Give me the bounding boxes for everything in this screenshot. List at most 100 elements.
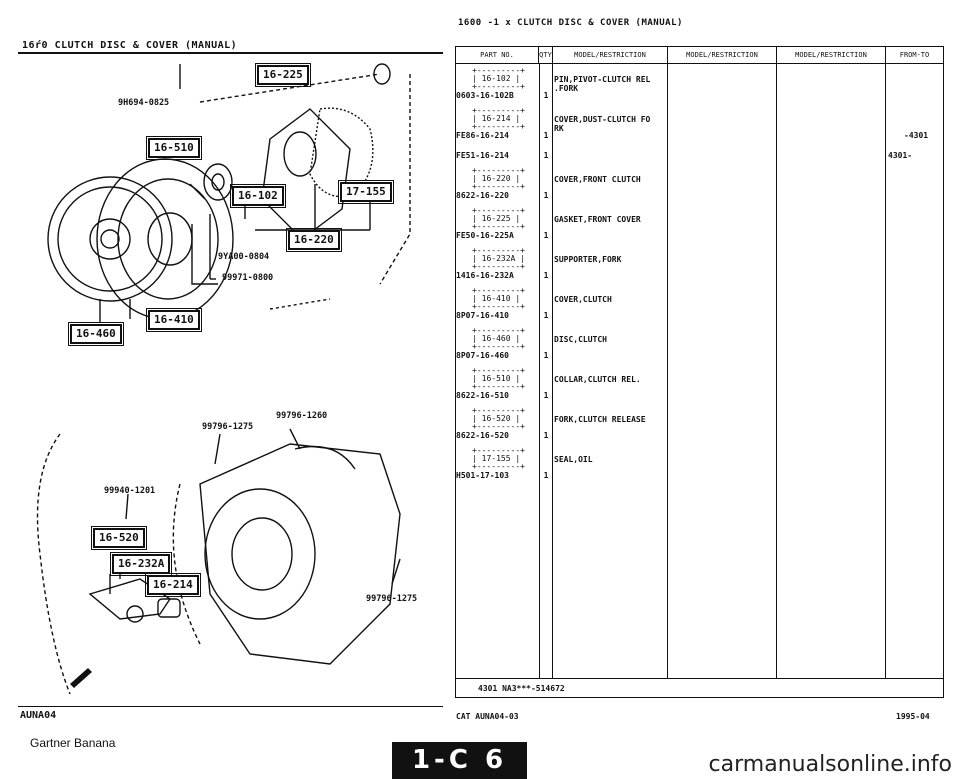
- clutch-disc-shape: [47, 176, 173, 302]
- callout-16-214: 16-214: [145, 573, 201, 597]
- col-header-model-3: MODEL/RESTRICTION: [777, 47, 886, 64]
- table-row: +---------+ | 16-520 | +---------+ 8622-…: [456, 407, 943, 447]
- col-header-from-to: FROM-TO: [886, 47, 943, 64]
- ref-box: +---------+ | 16-220 | +---------+: [472, 166, 525, 191]
- callout-16-232a: 16-232A: [109, 552, 173, 576]
- callout-16-510: 16-510: [146, 136, 202, 160]
- callout-16-410: 16-410: [146, 308, 202, 332]
- part-number: 8622-16-220: [456, 191, 509, 200]
- qty: 1: [543, 191, 549, 200]
- table-row: +---------+ | 16-510 | +---------+ 8622-…: [456, 367, 943, 407]
- credit-text: Gartner Banana: [30, 736, 116, 750]
- part-number: 0603-16-102B: [456, 91, 514, 100]
- watermark: carmanualsonline.info: [708, 752, 952, 777]
- col-header-model-1: MODEL/RESTRICTION: [553, 47, 668, 64]
- transmission-housing-shape: [199, 443, 401, 665]
- description: COVER,FRONT CLUTCH: [554, 175, 641, 184]
- table-row: +---------+ | 16-410 | +---------+ 8P07-…: [456, 287, 943, 327]
- part-number: 1416-16-232A: [456, 271, 514, 280]
- left-footer-code: AUNA04: [20, 710, 57, 721]
- ref-box: +---------+ | 16-232A | +---------+: [472, 246, 525, 271]
- label-9ya00-0804: 9YA00-0804: [218, 252, 270, 262]
- col-header-part-no: PART NO.: [456, 47, 539, 64]
- table-row: +---------+ | 16-460 | +---------+ 8P07-…: [456, 327, 943, 367]
- table-row: +---------+ | 16-225 | +---------+ FE50-…: [456, 207, 943, 247]
- table-row: +---------+ | 16-102 | +---------+ 0603-…: [456, 67, 943, 107]
- part-number: FE51-16-214: [456, 151, 509, 160]
- qty: 1: [543, 391, 549, 400]
- parts-table: PART NO. QTY MODEL/RESTRICTION MODEL/RES…: [455, 46, 944, 698]
- exploded-parts-diagram: [36, 63, 411, 695]
- from-to: 4301-: [888, 151, 913, 160]
- qty: 1: [543, 311, 549, 320]
- description: COLLAR,CLUTCH REL.: [554, 375, 641, 384]
- table-row: +---------+ | 16-232A | +---------+ 1416…: [456, 247, 943, 287]
- qty: 1: [543, 151, 549, 160]
- label-99796-1260: 99796-1260: [276, 411, 328, 421]
- table-row: +---------+ | 17-155 | +---------+ H501-…: [456, 447, 943, 487]
- page-tab: 1-C 6: [392, 742, 527, 779]
- part-number: 8622-16-510: [456, 391, 509, 400]
- part-number: 8P07-16-410: [456, 311, 509, 320]
- left-header-rule: [18, 52, 443, 54]
- label-99796-1275-bottom: 99796-1275: [366, 594, 418, 604]
- label-99940-1201: 99940-1201: [104, 486, 156, 496]
- table-footnote: 4301 NA3***-514672: [478, 684, 565, 693]
- table-row: +---------+ | 16-220 | +---------+ 8622-…: [456, 167, 943, 207]
- col-header-qty: QTY: [539, 47, 553, 64]
- col-divider: [776, 63, 777, 679]
- ref-box: +---------+ | 17-155 | +---------+: [472, 446, 525, 471]
- label-9h694-0825: 9H694-0825: [118, 98, 170, 108]
- ref-box: +---------+ | 16-410 | +---------+: [472, 286, 525, 311]
- callout-16-102: 16-102: [230, 184, 286, 208]
- description: COVER,DUST-CLUTCH FO RK: [554, 115, 651, 133]
- fwd-arrow-shape: [70, 668, 92, 688]
- qty: 1: [543, 91, 549, 100]
- callout-17-155: 17-155: [338, 180, 394, 204]
- part-number: FE86-16-214: [456, 131, 509, 140]
- table-footer-rule: [456, 678, 943, 679]
- callout-16-520: 16-520: [91, 526, 147, 550]
- description: COVER,CLUTCH: [554, 295, 612, 304]
- description: SUPPORTER,FORK: [554, 255, 622, 264]
- col-divider: [539, 63, 540, 679]
- label-99796-1275-top: 99796-1275: [202, 422, 254, 432]
- col-header-model-2: MODEL/RESTRICTION: [668, 47, 777, 64]
- qty: 1: [543, 431, 549, 440]
- left-footer-rule: [18, 706, 443, 707]
- description: GASKET,FRONT COVER: [554, 215, 641, 224]
- catalog-date: 1995-04: [896, 712, 930, 721]
- part-number: 8P07-16-460: [456, 351, 509, 360]
- qty: 1: [543, 131, 549, 140]
- table-row: FE51-16-214 1 4301-: [456, 143, 943, 163]
- catalog-code: CAT AUNA04-03: [456, 712, 519, 721]
- col-divider: [885, 63, 886, 679]
- dust-cover-shape: [157, 598, 181, 618]
- ref-box: +---------+ | 16-214 | +---------+: [472, 106, 525, 131]
- description: PIN,PIVOT-CLUTCH REL .FORK: [554, 75, 651, 93]
- part-number: H501-17-103: [456, 471, 509, 480]
- col-divider: [552, 63, 553, 679]
- qty: 1: [543, 351, 549, 360]
- qty: 1: [543, 471, 549, 480]
- qty: 1: [543, 231, 549, 240]
- ref-box: +---------+ | 16-102 | +---------+: [472, 66, 525, 91]
- ref-box: +---------+ | 16-520 | +---------+: [472, 406, 525, 431]
- left-page-title: 16ŕ0 CLUTCH DISC & COVER (MANUAL): [22, 40, 238, 51]
- description: FORK,CLUTCH RELEASE: [554, 415, 646, 424]
- ref-box: +---------+ | 16-225 | +---------+: [472, 206, 525, 231]
- part-number: 8622-16-520: [456, 431, 509, 440]
- from-to: -4301: [904, 131, 929, 140]
- label-99971-0800: 99971-0800: [222, 273, 274, 283]
- callout-16-220: 16-220: [286, 228, 342, 252]
- col-divider: [667, 63, 668, 679]
- right-page-title: 1600 -1 x CLUTCH DISC & COVER (MANUAL): [458, 18, 683, 28]
- part-number: FE50-16-225A: [456, 231, 514, 240]
- ref-box: +---------+ | 16-510 | +---------+: [472, 366, 525, 391]
- qty: 1: [543, 271, 549, 280]
- table-row: +---------+ | 16-214 | +---------+ FE86-…: [456, 107, 943, 147]
- release-collar-shape: [203, 163, 233, 201]
- release-fork-shape: [88, 578, 171, 620]
- ref-box: +---------+ | 16-460 | +---------+: [472, 326, 525, 351]
- description: DISC,CLUTCH: [554, 335, 607, 344]
